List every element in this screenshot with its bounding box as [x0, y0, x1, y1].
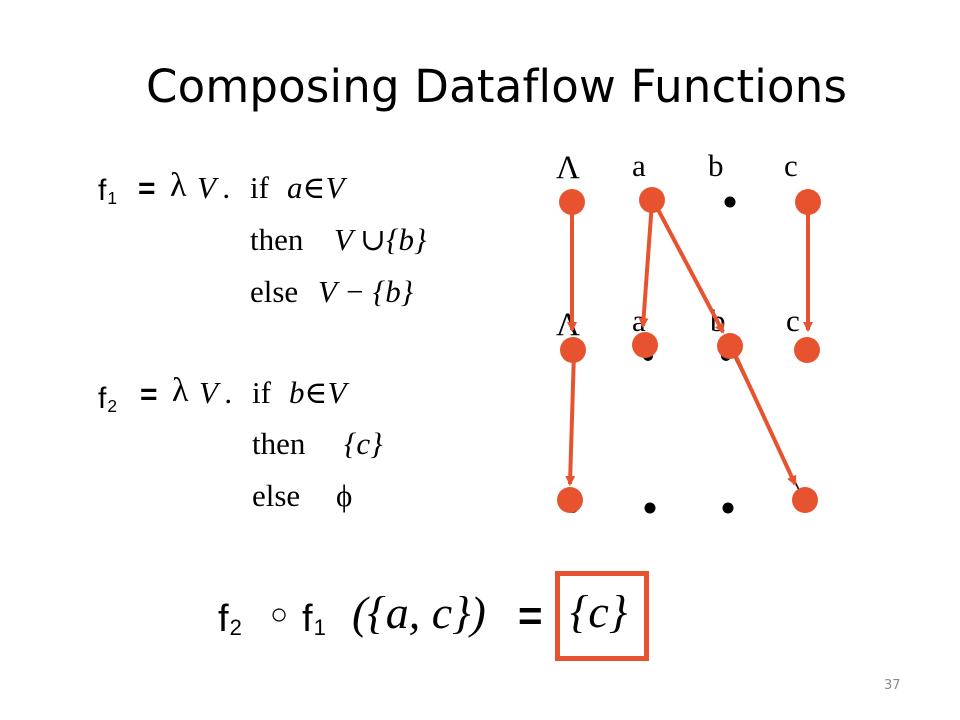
f1-label: f1 [98, 174, 118, 208]
f1-equals: = [138, 172, 156, 205]
f2-else-keyword: else [252, 478, 301, 513]
node-top-c [795, 189, 821, 215]
node-bottom-c [792, 487, 818, 513]
f2-equals: = [140, 378, 158, 411]
f2-then-expression: {c} [344, 426, 383, 461]
f1-else-keyword: else [250, 274, 299, 309]
dot-bottom-a [644, 502, 656, 514]
arrow-a-to-mid-b [652, 201, 725, 334]
node-bottom-lambda [557, 487, 583, 513]
f2-variable: V . [199, 375, 233, 410]
result-highlight-box [555, 571, 649, 661]
f2-condition: b∈V [289, 375, 347, 410]
f1-then-keyword: then [250, 222, 304, 257]
function-argument: ({a, c}) [352, 587, 486, 638]
top-label-lambda: Λ [556, 150, 580, 186]
dot-bottom-b [722, 502, 734, 514]
top-label-a: a [632, 148, 646, 183]
f1-if-keyword: if [250, 170, 269, 205]
composition-result: {c} [570, 586, 628, 637]
f1-condition: a∈V [287, 170, 345, 205]
page-number: 37 [884, 678, 901, 693]
f2-then-keyword: then [252, 426, 306, 461]
node-top-a [639, 187, 665, 213]
node-mid-a [632, 332, 658, 358]
f1-variable: V . [197, 170, 231, 205]
slide-title: Composing Dataflow Functions [146, 60, 848, 113]
node-mid-c [794, 337, 820, 363]
f2-label: f2 [98, 382, 118, 416]
f2-else-expression: ϕ [336, 478, 353, 513]
arrow-b-mid-to-bottom-c [730, 347, 797, 486]
compose-operator: ○ [270, 598, 289, 631]
f1-then-expression: V ∪{b} [334, 222, 427, 257]
lambda-symbol: λ [170, 167, 187, 204]
dot-top-b [724, 196, 736, 208]
arrow-a-to-mid-a [638, 201, 654, 328]
arrow-lambda-mid-to-bottom [565, 351, 576, 486]
node-mid-lambda [560, 337, 586, 363]
node-top-lambda [559, 189, 585, 215]
lambda-symbol: λ [172, 372, 189, 409]
mid-label-c: c [786, 303, 800, 338]
top-label-c: c [784, 148, 798, 183]
outer-function: f2 [218, 598, 242, 640]
f2-if-keyword: if [252, 375, 271, 410]
inner-function: f1 [302, 598, 326, 640]
composition-equals: = [518, 592, 543, 639]
node-mid-b [717, 333, 743, 359]
top-label-b: b [708, 148, 724, 183]
f1-else-expression: V − {b} [318, 274, 414, 309]
